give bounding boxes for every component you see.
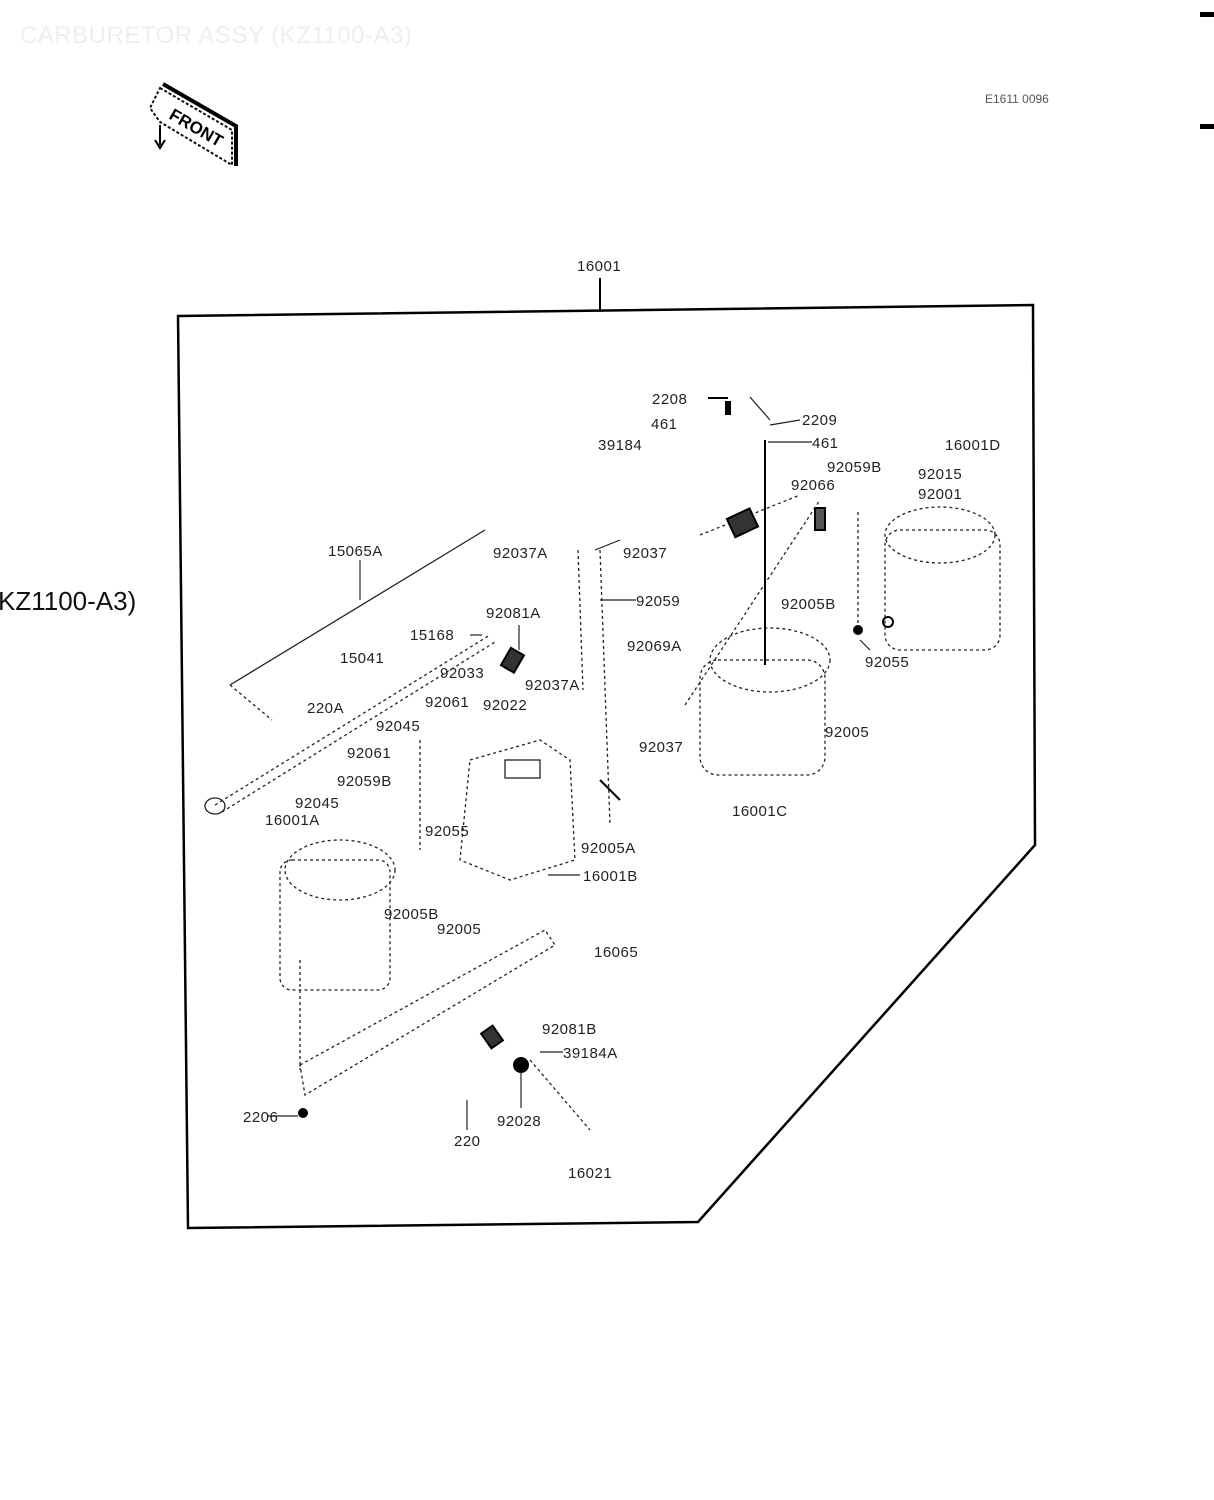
part-label-92001: 92001 (918, 486, 963, 503)
part-label-16001: 16001 (577, 258, 622, 275)
leader-line (859, 639, 871, 651)
part-label-92045: 92045 (376, 718, 421, 735)
model-label: KZ1100-A3) (0, 586, 137, 616)
part-label-92066: 92066 (791, 477, 836, 494)
part-label-2208: 2208 (652, 391, 688, 408)
part-label-220a: 220A (307, 700, 345, 717)
page-title: CARBURETOR ASSY (KZ1100-A3) (20, 22, 413, 49)
part-label-92005b: 92005B (384, 906, 439, 923)
leader-line (749, 396, 771, 421)
part-label-2209: 2209 (802, 412, 838, 429)
part-details (298, 397, 894, 1118)
part-label-461: 461 (812, 435, 839, 452)
part-label-92061: 92061 (347, 745, 392, 762)
part-label-220: 220 (454, 1133, 481, 1150)
part-label-39184: 39184 (598, 437, 643, 454)
part-label-92037: 92037 (623, 545, 668, 562)
part-label-92028: 92028 (497, 1113, 542, 1130)
front-arrow-icon: FRONT (148, 82, 238, 167)
part-label-16001c: 16001C (732, 803, 788, 820)
part-label-92081a: 92081A (486, 605, 541, 622)
part-label-15168: 15168 (410, 627, 455, 644)
carburetor-parts (204, 494, 1001, 1131)
part-label-16001a: 16001A (265, 812, 320, 829)
part-label-92059: 92059 (636, 593, 681, 610)
part-label-92005a: 92005A (581, 840, 636, 857)
edge-mark (1200, 12, 1214, 17)
part-label-92081b: 92081B (542, 1021, 597, 1038)
part-label-92055: 92055 (425, 823, 470, 840)
part-label-92037a: 92037A (493, 545, 548, 562)
part-label-92037a: 92037A (525, 677, 580, 694)
part-label-92061: 92061 (425, 694, 470, 711)
part-label-92055: 92055 (865, 654, 910, 671)
leader-lines (268, 396, 871, 1130)
leader-line (769, 419, 801, 426)
part-label-92045: 92045 (295, 795, 340, 812)
part-label-92015: 92015 (918, 466, 963, 483)
part-label-16021: 16021 (568, 1165, 613, 1182)
drawing-code: E1611 0096 (985, 92, 1049, 106)
part-label-461: 461 (651, 416, 678, 433)
part-label-16001b: 16001B (583, 868, 638, 885)
part-label-2206: 2206 (243, 1109, 279, 1126)
part-label-92033: 92033 (440, 665, 485, 682)
assembly-boundary (176, 303, 1037, 1230)
part-label-92005: 92005 (825, 724, 870, 741)
part-label-92069a: 92069A (627, 638, 682, 655)
part-label-92059b: 92059B (827, 459, 882, 476)
part-label-92059b: 92059B (337, 773, 392, 790)
edge-mark (1200, 124, 1214, 129)
part-label-39184a: 39184A (563, 1045, 618, 1062)
leader-line (594, 539, 621, 551)
part-label-15041: 15041 (340, 650, 385, 667)
part-label-16001d: 16001D (945, 437, 1001, 454)
part-label-16065: 16065 (594, 944, 639, 961)
part-label-92005b: 92005B (781, 596, 836, 613)
part-label-92022: 92022 (483, 697, 528, 714)
part-label-92005: 92005 (437, 921, 482, 938)
front-badge-text: FRONT (166, 105, 227, 151)
part-label-92037: 92037 (639, 739, 684, 756)
part-label-15065a: 15065A (328, 543, 383, 560)
